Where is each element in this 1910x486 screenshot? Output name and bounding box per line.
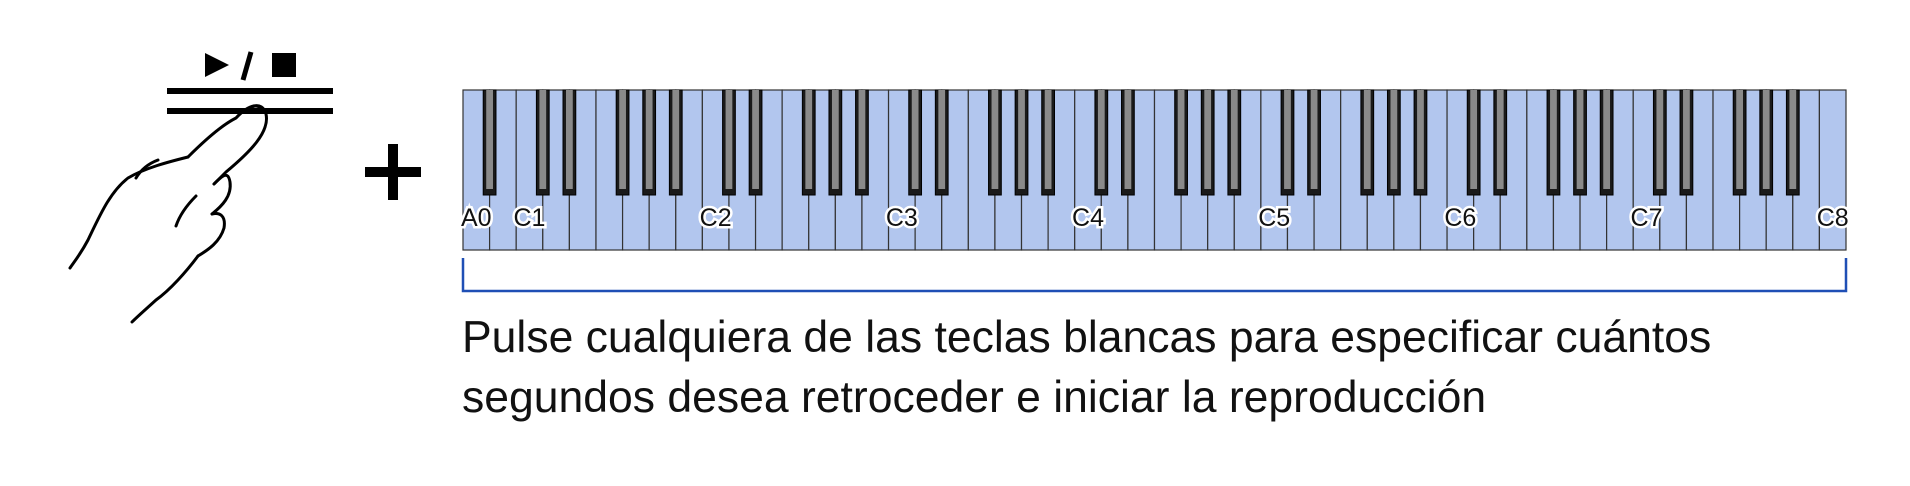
play-triangle-icon — [205, 53, 229, 77]
black-key — [988, 89, 1002, 196]
slash-icon — [240, 51, 254, 81]
black-key — [908, 89, 923, 196]
black-key — [1413, 89, 1428, 196]
key-label: C3 — [886, 204, 918, 232]
black-key — [1307, 89, 1321, 196]
black-key — [1041, 89, 1055, 196]
black-key — [668, 89, 683, 196]
key-label: C2 — [700, 204, 732, 232]
black-key — [1679, 89, 1694, 196]
black-key — [1280, 89, 1295, 196]
key-label: C6 — [1444, 204, 1476, 232]
black-key — [1599, 89, 1614, 196]
black-key — [801, 89, 816, 196]
plus-icon — [365, 144, 421, 200]
black-key — [1227, 89, 1242, 196]
black-key — [615, 89, 630, 196]
black-key — [1094, 89, 1109, 196]
key-label: A0 — [461, 204, 492, 232]
black-key — [828, 89, 843, 196]
black-key — [1466, 89, 1481, 196]
key-label: C1 — [514, 204, 546, 232]
play-stop-icon — [205, 51, 296, 81]
black-key — [1546, 89, 1561, 196]
hand-pressing-play-stop-illustration — [68, 51, 333, 324]
black-key — [748, 89, 763, 196]
instruction-text: Pulse cualquiera de las teclas blancas p… — [462, 308, 1862, 428]
black-key — [1014, 89, 1029, 196]
instruction-line-2: segundos desea retroceder e iniciar la r… — [462, 373, 1487, 422]
hand-icon — [68, 104, 268, 324]
black-key — [1174, 89, 1188, 196]
black-key — [722, 89, 736, 196]
black-key — [482, 89, 497, 196]
black-key — [855, 89, 869, 196]
white-key — [1818, 89, 1847, 251]
black-key — [1732, 89, 1747, 196]
black-key — [1386, 89, 1401, 196]
key-label: C5 — [1258, 204, 1290, 232]
black-key — [535, 89, 550, 196]
black-key — [1652, 89, 1667, 196]
black-key — [1759, 89, 1774, 196]
black-key — [934, 89, 949, 196]
black-key — [1785, 89, 1800, 196]
black-key — [1493, 89, 1508, 196]
black-key — [562, 89, 577, 196]
stop-square-icon — [272, 53, 296, 77]
black-key — [1360, 89, 1375, 196]
key-label: C4 — [1072, 204, 1104, 232]
black-key — [1573, 89, 1587, 196]
key-label: C7 — [1631, 204, 1663, 232]
black-key — [1121, 89, 1135, 196]
black-key — [642, 89, 657, 196]
instruction-line-1: Pulse cualquiera de las teclas blancas p… — [462, 313, 1712, 362]
key-label: C8 — [1817, 204, 1849, 232]
black-key — [1200, 89, 1215, 196]
